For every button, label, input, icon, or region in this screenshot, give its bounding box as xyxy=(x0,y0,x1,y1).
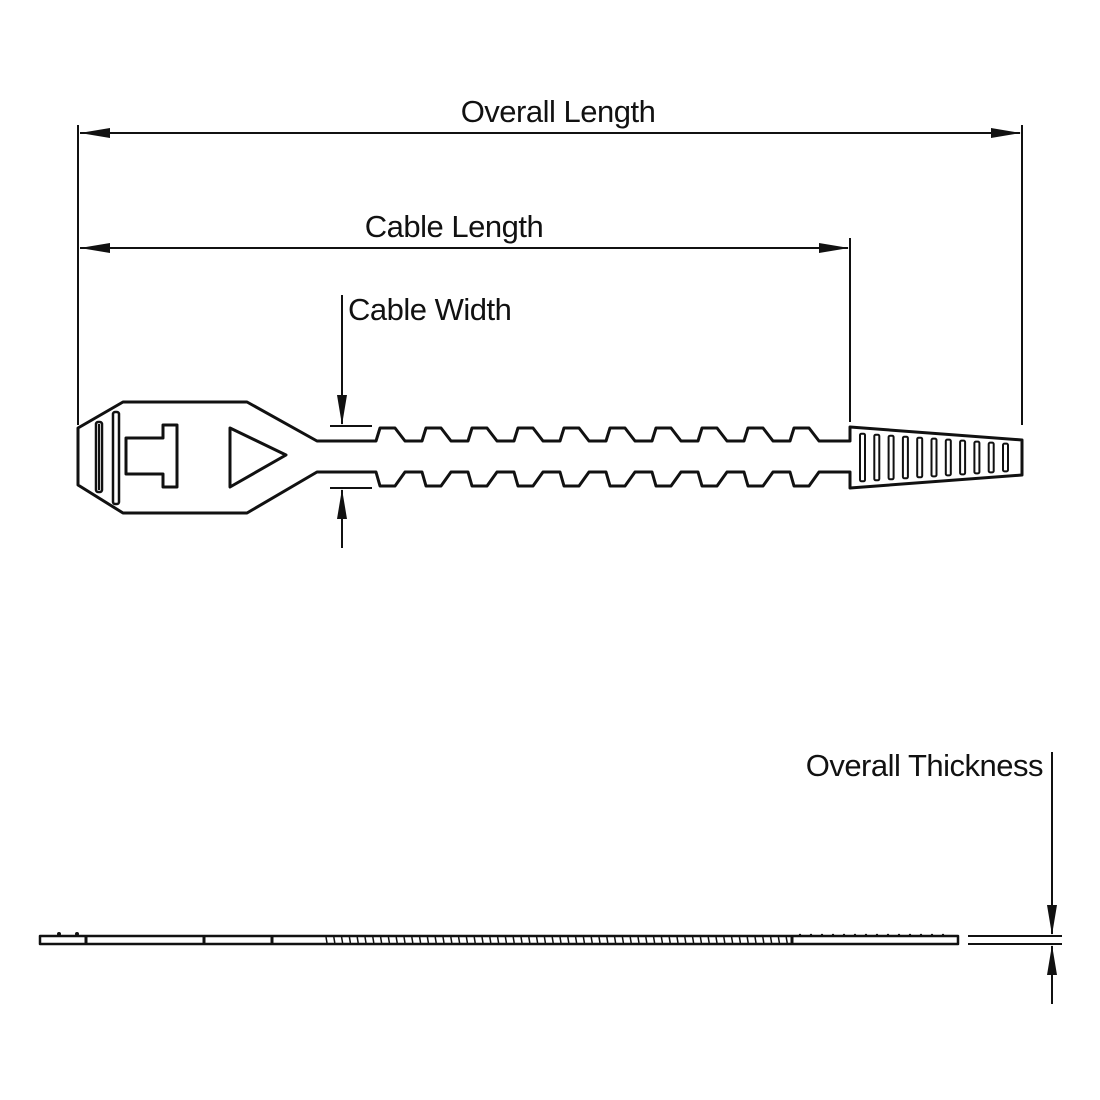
side-tooth-mark xyxy=(715,936,718,944)
side-tooth-mark xyxy=(395,936,398,944)
side-tooth-mark xyxy=(520,936,523,944)
side-tooth-mark xyxy=(457,936,461,944)
side-tooth-mark xyxy=(403,936,406,944)
side-tooth-mark xyxy=(364,936,367,944)
side-tooth-mark xyxy=(785,936,788,944)
side-tooth-mark xyxy=(442,936,445,944)
side-tooth-mark xyxy=(411,936,414,944)
side-tooth-mark xyxy=(496,936,500,944)
side-tooth-mark xyxy=(762,936,765,944)
grip-rib xyxy=(916,436,924,479)
side-tooth-mark xyxy=(754,936,757,944)
side-tooth-mark xyxy=(613,936,617,944)
side-tooth-mark xyxy=(356,936,359,944)
side-tooth-mark xyxy=(660,936,664,944)
side-tooth-mark xyxy=(567,936,570,944)
side-tooth-mark xyxy=(637,936,640,944)
grip-rib xyxy=(1002,442,1009,473)
side-tooth-mark xyxy=(340,936,344,944)
grip-rib xyxy=(873,433,881,482)
side-tooth-mark xyxy=(582,936,586,944)
side-tooth-mark xyxy=(684,936,687,944)
side-rib-mark xyxy=(886,933,890,937)
side-tooth-mark xyxy=(598,936,601,944)
side-tooth-mark xyxy=(473,936,476,944)
side-tooth-mark xyxy=(707,936,710,944)
side-rib-mark xyxy=(919,933,923,937)
side-tooth-mark xyxy=(465,936,469,944)
side-rib-mark xyxy=(897,933,901,937)
overall-thickness-dimension: Overall Thickness xyxy=(806,748,1062,1004)
side-rib-mark xyxy=(864,933,868,937)
grip-rib xyxy=(987,441,995,474)
grip-rib xyxy=(859,432,866,483)
overall-length-label: Overall Length xyxy=(461,94,656,129)
side-tooth-mark xyxy=(699,936,703,944)
side-tooth-mark xyxy=(629,936,632,944)
grip-rib xyxy=(959,439,967,476)
side-tooth-mark xyxy=(559,936,562,944)
side-tooth-mark xyxy=(387,936,391,944)
side-tooth-mark xyxy=(551,936,554,944)
side-tooth-mark xyxy=(676,936,679,944)
side-tooth-mark xyxy=(769,936,773,944)
grip-rib xyxy=(901,435,909,480)
side-tooth-mark xyxy=(333,936,336,944)
side-tooth-mark xyxy=(372,936,375,944)
side-tooth-mark xyxy=(348,936,352,944)
overall-length-dimension: Overall Length xyxy=(77,94,1023,425)
side-rib-mark xyxy=(930,933,934,937)
side-tooth-mark xyxy=(450,936,453,944)
side-tooth-mark xyxy=(746,936,749,944)
side-tooth-mark xyxy=(418,936,422,944)
side-rib-mark xyxy=(941,933,945,937)
side-rib-mark xyxy=(842,933,846,937)
overall-thickness-label: Overall Thickness xyxy=(806,748,1043,783)
side-rib-mark xyxy=(908,933,912,937)
side-tooth-mark xyxy=(528,936,531,944)
side-tooth-mark xyxy=(535,936,539,944)
cable-tie-side-view xyxy=(38,932,960,946)
cable-width-label: Cable Width xyxy=(348,292,511,327)
side-tooth-mark xyxy=(590,936,593,944)
cable-tie-top-view xyxy=(76,400,1024,515)
side-tooth-mark xyxy=(621,936,625,944)
side-tooth-mark xyxy=(691,936,695,944)
side-tooth-mark xyxy=(426,936,430,944)
side-tooth-mark xyxy=(512,936,515,944)
grip-rib xyxy=(973,440,981,475)
side-tooth-mark xyxy=(489,936,492,944)
side-rib-mark xyxy=(798,933,802,937)
cable-width-dimension: Cable Width xyxy=(330,292,512,548)
side-tooth-mark xyxy=(730,936,734,944)
side-tooth-mark xyxy=(645,936,648,944)
side-tooth-mark xyxy=(738,936,742,944)
side-rib-mark xyxy=(875,933,879,937)
side-rib-mark xyxy=(831,933,835,937)
side-rib-mark xyxy=(853,933,857,937)
side-tooth-mark xyxy=(543,936,547,944)
cable-length-label: Cable Length xyxy=(365,209,543,244)
cable-length-dimension: Cable Length xyxy=(80,209,851,422)
side-tooth-mark xyxy=(504,936,508,944)
side-tooth-mark xyxy=(668,936,671,944)
side-tooth-mark xyxy=(777,936,781,944)
side-rib-mark xyxy=(809,933,813,937)
side-tooth-mark xyxy=(325,936,328,944)
side-tooth-mark xyxy=(434,936,437,944)
side-tooth-mark xyxy=(481,936,484,944)
grip-rib xyxy=(944,438,952,477)
side-tooth-mark xyxy=(379,936,383,944)
side-tooth-mark xyxy=(606,936,609,944)
side-tooth-mark xyxy=(723,936,726,944)
side-tooth-mark xyxy=(652,936,656,944)
side-tooth-mark xyxy=(574,936,578,944)
grip-rib xyxy=(930,437,938,478)
grip-rib xyxy=(887,434,895,481)
side-rib-mark xyxy=(820,933,824,937)
